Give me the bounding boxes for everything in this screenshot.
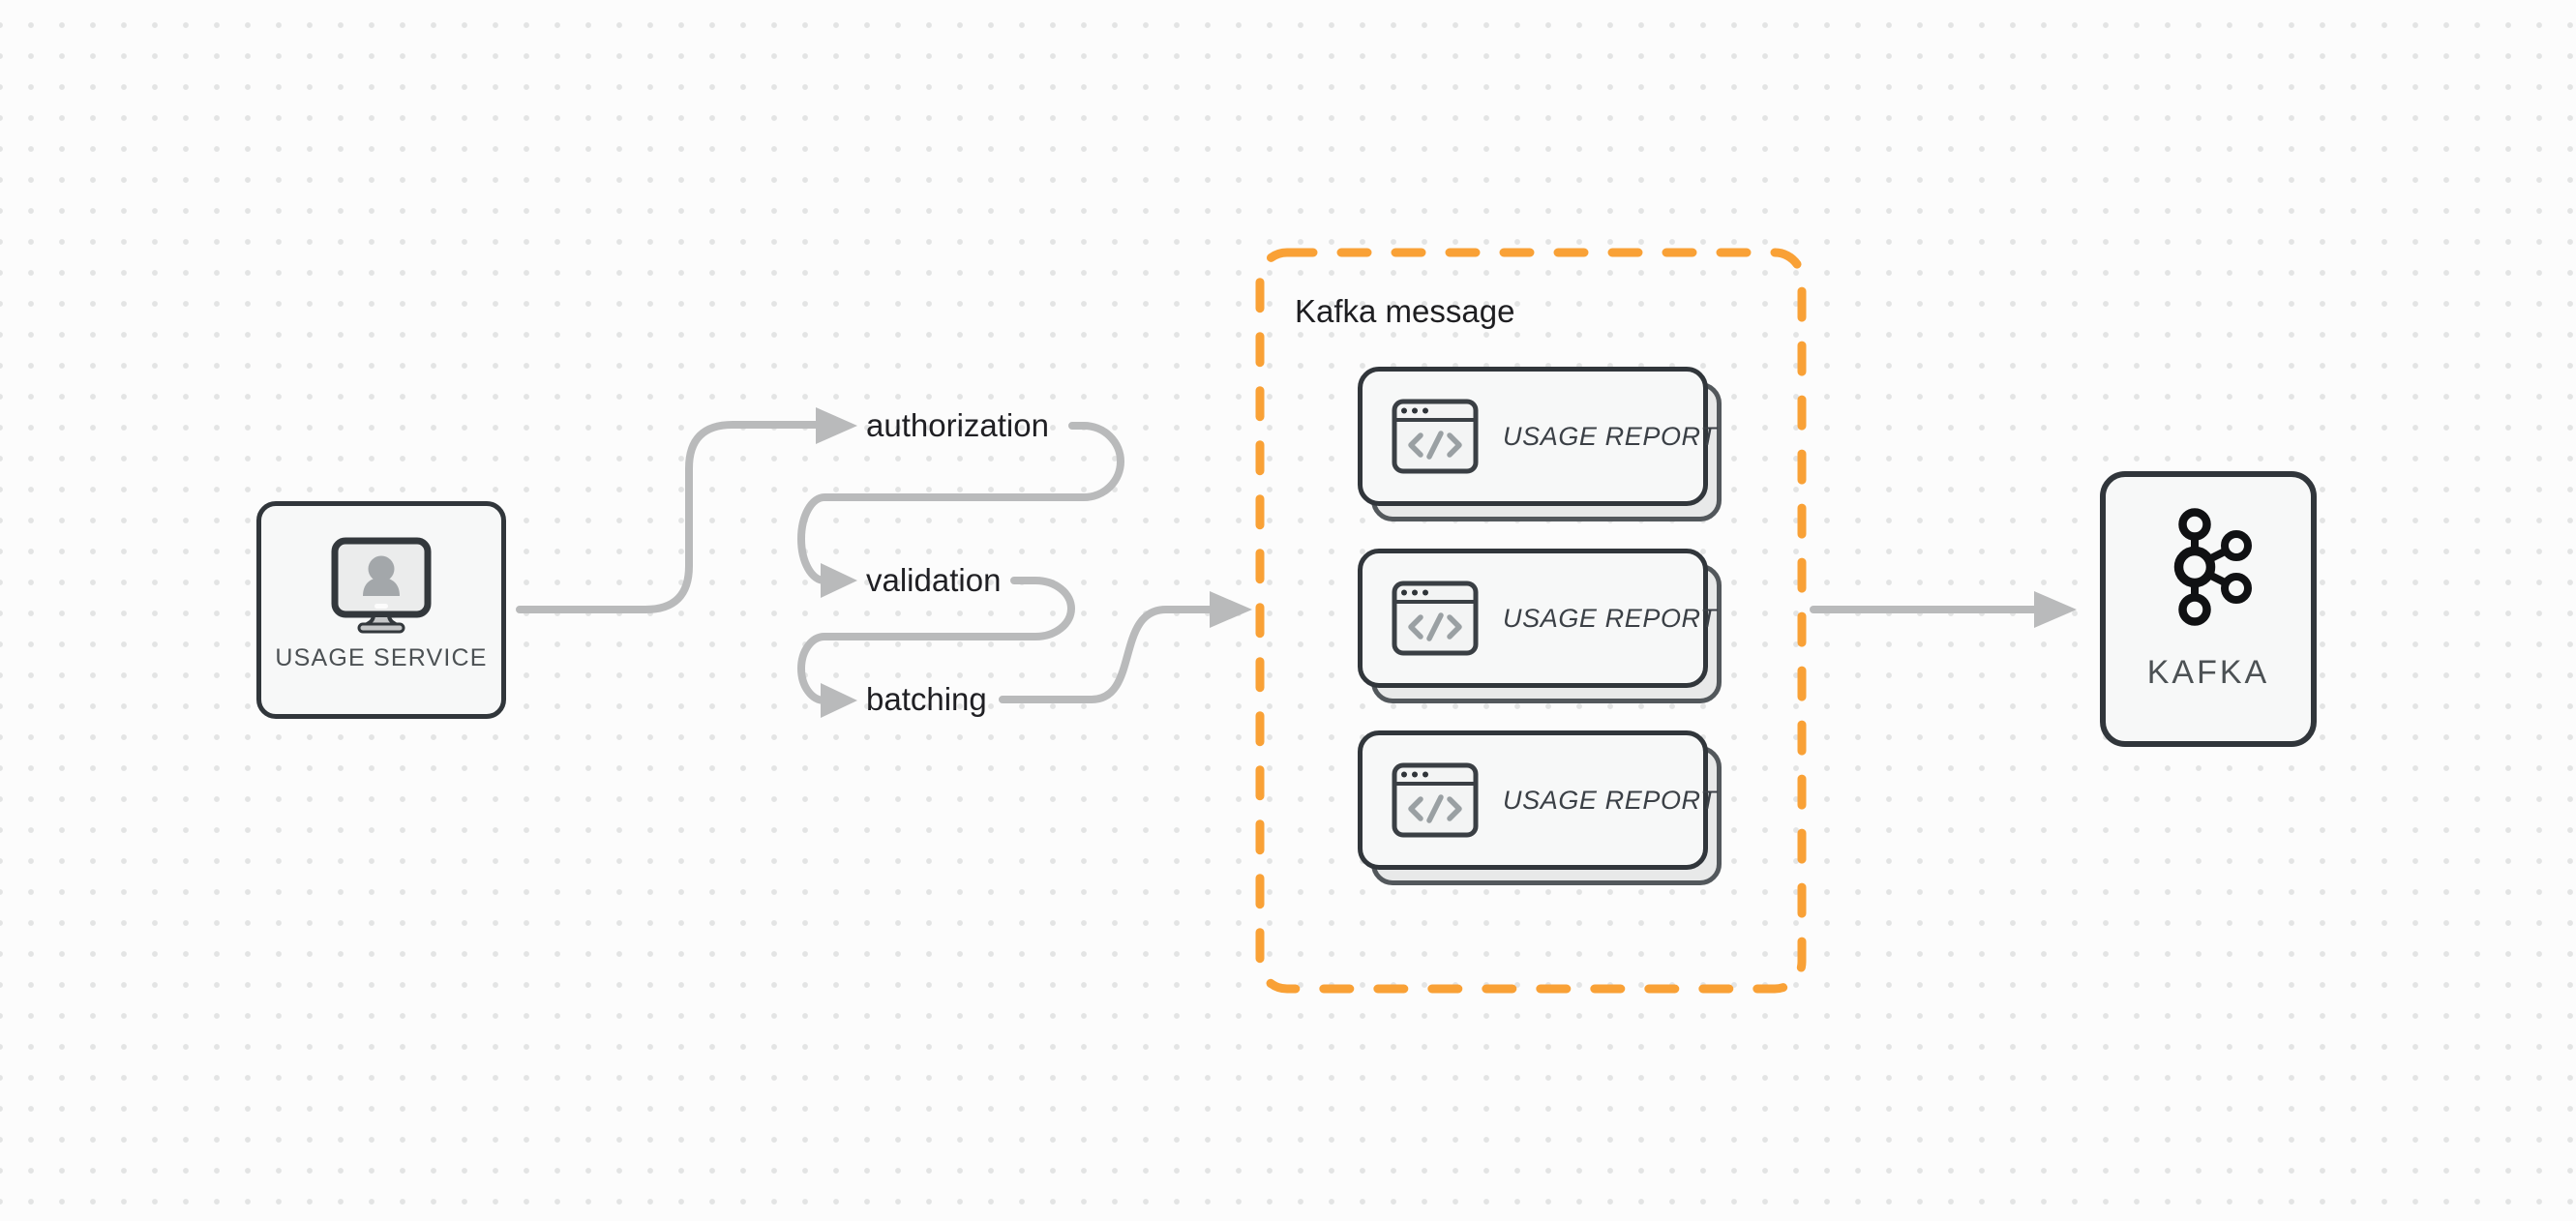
usage-report-card: USAGE REPORT [1358, 730, 1722, 885]
step-label-batching: batching [866, 681, 987, 717]
kafka-label: KAFKA [2146, 654, 2270, 691]
arrowhead-validation [821, 563, 857, 598]
arrowhead-batching [821, 683, 857, 718]
kafka-message-group-border [1255, 248, 1807, 994]
connector-validation-to-batching [797, 577, 1075, 704]
kafka-node: KAFKA [2100, 471, 2317, 747]
connector-batching-to-group [999, 606, 1215, 703]
usage-report-card: USAGE REPORT [1358, 549, 1722, 703]
code-window-icon [1392, 581, 1479, 656]
kafka-message-group-title: Kafka message [1295, 293, 1515, 329]
usage-report-label: USAGE REPORT [1503, 603, 1718, 633]
code-window-icon [1392, 762, 1479, 838]
usage-service-node: USAGE SERVICE [256, 501, 506, 719]
arrowhead-into-kafka [2034, 591, 2077, 628]
code-window-icon [1392, 399, 1479, 474]
usage-report-card: USAGE REPORT [1358, 367, 1722, 521]
arrowhead-authorization [816, 407, 857, 444]
usage-report-label: USAGE REPORT [1503, 785, 1718, 815]
arrowhead-into-group [1210, 591, 1252, 628]
step-label-authorization: authorization [866, 407, 1049, 443]
usage-report-label: USAGE REPORT [1503, 421, 1718, 451]
usage-service-label: USAGE SERVICE [275, 644, 488, 671]
flow-connectors [516, 421, 2040, 704]
connector-service-to-authorization [516, 421, 822, 613]
arrowheads [816, 407, 2077, 718]
step-label-validation: validation [866, 562, 1002, 598]
kafka-logo-icon [2173, 508, 2252, 626]
monitor-user-icon [331, 537, 432, 634]
connector-authorization-to-validation [797, 422, 1124, 584]
